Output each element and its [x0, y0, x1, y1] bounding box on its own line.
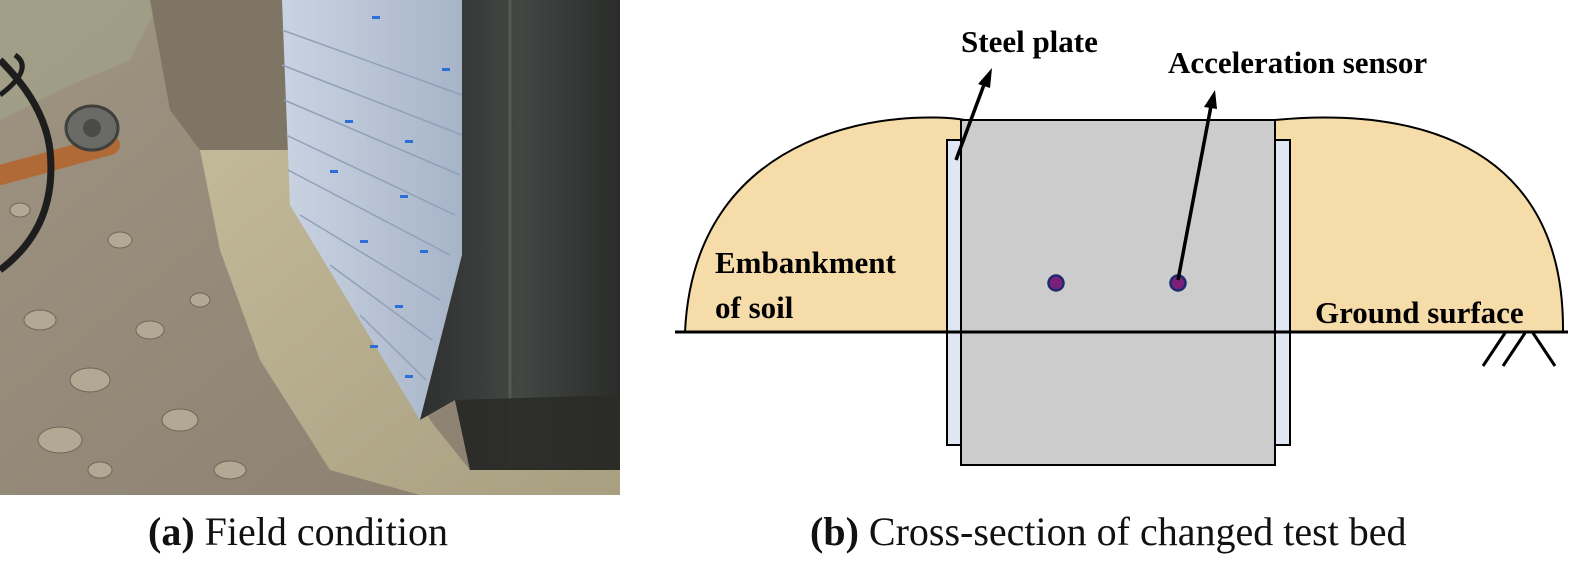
label-acceleration-sensor: Acceleration sensor	[1168, 45, 1427, 80]
concrete-block	[420, 0, 620, 470]
black-cable	[0, 57, 55, 273]
trench-edge	[150, 0, 290, 180]
black-cable-2	[0, 52, 25, 97]
grass-patch	[0, 0, 160, 120]
rocks	[9, 202, 247, 480]
caption-a: (a) Field condition	[148, 512, 448, 552]
test-block	[960, 119, 1276, 466]
caption-a-letter: (a)	[148, 509, 195, 554]
blue-marks	[330, 16, 450, 378]
ground-hatch	[1481, 332, 1557, 367]
label-embankment-line1: Embankment	[715, 245, 897, 280]
label-steel-plate: Steel plate	[961, 24, 1098, 59]
wall-lines	[281, 29, 463, 381]
caption-b: (b) Cross-section of changed test bed	[810, 512, 1407, 552]
sensor-1	[1047, 274, 1065, 292]
leader-arrows	[954, 68, 1217, 281]
pump-center	[83, 119, 101, 137]
label-embankment-line2: of soil	[715, 290, 794, 325]
concrete-base	[455, 395, 620, 470]
field-photo	[0, 0, 620, 495]
caption-a-text: Field condition	[204, 509, 448, 554]
muddy-water	[200, 150, 620, 495]
label-ground-surface: Ground surface	[1315, 295, 1524, 330]
steel-sheet-wall	[282, 0, 462, 420]
caption-b-letter: (b)	[810, 509, 859, 554]
cross-section-diagram: Steel plate Acceleration sensor Embankme…	[675, 0, 1594, 495]
caption-b-text: Cross-section of changed test bed	[868, 509, 1407, 554]
